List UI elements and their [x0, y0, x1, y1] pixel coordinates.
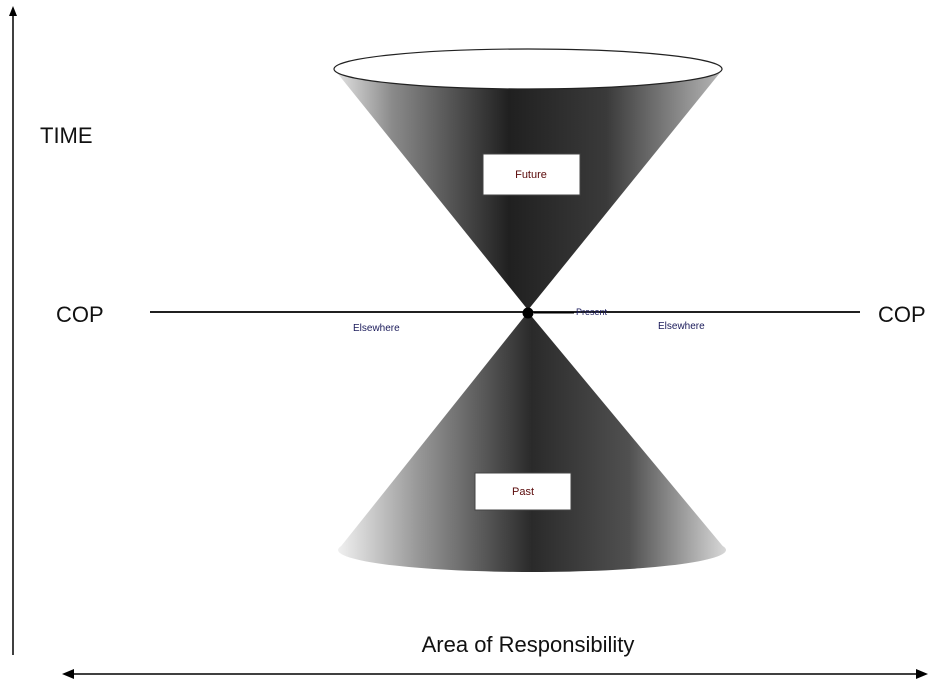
- past-cone-base: [338, 528, 726, 572]
- elsewhere-left-label: Elsewhere: [353, 323, 400, 334]
- past-cone: [338, 312, 726, 550]
- elsewhere-right-label: Elsewhere: [658, 321, 705, 332]
- present-point: [522, 307, 534, 319]
- future-cone-top: [333, 48, 723, 90]
- area-of-responsibility-label: Area of Responsibility: [422, 632, 635, 657]
- cop-right-label: COP: [878, 302, 926, 327]
- past-label: Past: [512, 486, 534, 498]
- area-axis-right-arrowhead: [916, 669, 928, 679]
- time-label: TIME: [40, 123, 93, 148]
- time-axis-arrowhead: [9, 6, 17, 16]
- present-label: Present: [576, 307, 608, 317]
- past-box: [474, 472, 572, 511]
- future-label: Future: [515, 169, 547, 181]
- future-box: [482, 153, 581, 196]
- cop-left-label: COP: [56, 302, 104, 327]
- area-axis-left-arrowhead: [62, 669, 74, 679]
